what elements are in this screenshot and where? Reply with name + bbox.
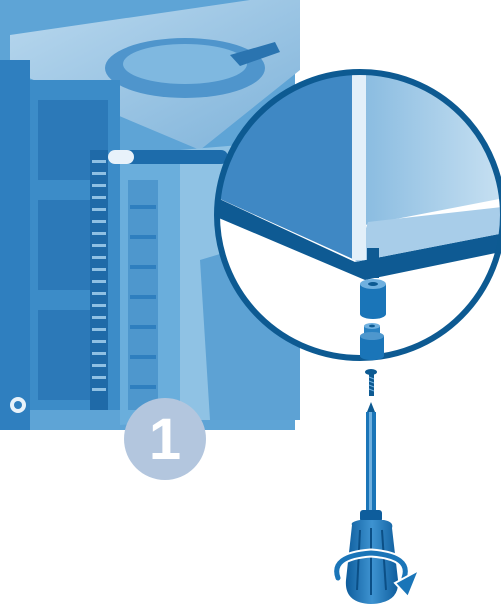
- screw-icon: [365, 369, 377, 396]
- step-number-label: 1: [149, 411, 181, 469]
- screwdriver-icon: [346, 402, 398, 604]
- step-number-badge: 1: [124, 398, 206, 480]
